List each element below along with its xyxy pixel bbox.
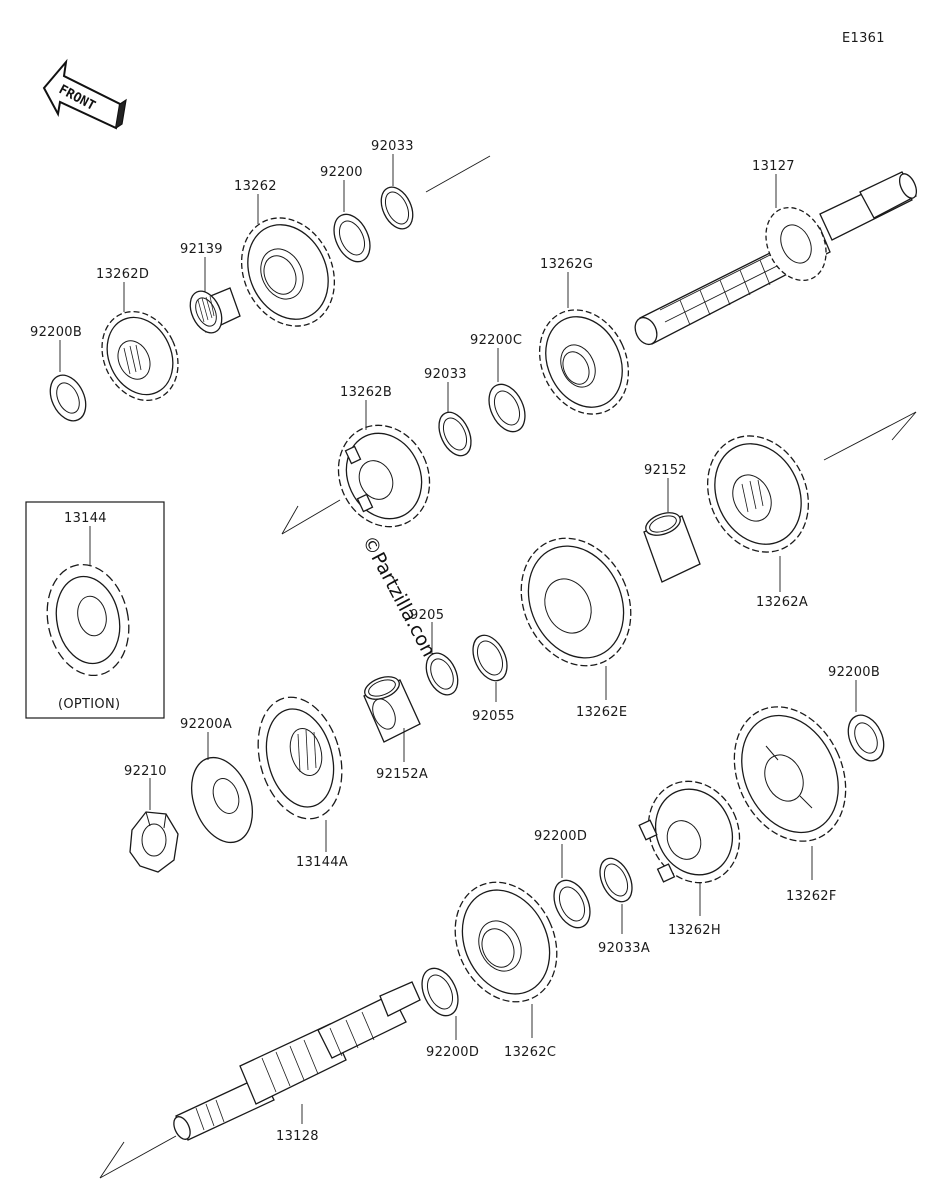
part-9205-washer (425, 652, 459, 696)
part-92200B-washer-left (49, 374, 87, 422)
part-92139-needle-bearing (189, 287, 241, 334)
part-13127-shaft (634, 171, 918, 346)
label-13127: 13127 (752, 159, 795, 174)
diagram-code: E1361 (842, 31, 885, 46)
label-92200-top: 92200 (320, 165, 363, 180)
part-13262F-gear (733, 706, 847, 842)
axis-tick-mid-right (891, 411, 917, 441)
label-92033-mid: 92033 (424, 367, 467, 382)
part-92033-circlip (380, 186, 414, 230)
axis-tick-bottom (99, 1141, 125, 1179)
label-92152A: 92152A (376, 767, 428, 782)
label-9205: 9205 (410, 608, 444, 623)
label-13262F: 13262F (786, 889, 837, 904)
label-92200C: 92200C (470, 333, 522, 348)
part-13262-gear (240, 217, 336, 327)
label-92210: 92210 (124, 764, 167, 779)
label-92200B-left: 92200B (30, 325, 82, 340)
part-13262G-gear (538, 309, 630, 415)
label-92139: 92139 (180, 242, 223, 257)
part-92200B-washer-right (847, 714, 885, 762)
label-92152: 92152 (644, 463, 687, 478)
label-92200D-top: 92200D (534, 829, 587, 844)
label-13262H: 13262H (668, 923, 721, 938)
part-92152-bushing (643, 512, 701, 583)
label-13128: 13128 (276, 1129, 319, 1144)
label-92033-top: 92033 (371, 139, 414, 154)
part-92033-circlip-mid (438, 411, 472, 457)
label-92033A: 92033A (598, 941, 650, 956)
axis-line-top (425, 155, 491, 193)
front-arrow-icon: FRONT (42, 58, 127, 130)
option-box (25, 501, 165, 719)
part-92033A-circlip (599, 857, 633, 903)
label-13144: 13144 (64, 511, 107, 526)
part-13262E-gear (520, 537, 632, 667)
label-13262C: 13262C (504, 1045, 556, 1060)
label-13262A: 13262A (756, 595, 808, 610)
label-13262: 13262 (234, 179, 277, 194)
axis-tick-mid-left (281, 505, 299, 535)
axis-line-bottom (99, 1135, 177, 1179)
label-13262E: 13262E (576, 705, 627, 720)
label-13262G: 13262G (540, 257, 593, 272)
part-92200D-washer-bottom (421, 967, 459, 1017)
part-13262H-gear (638, 780, 741, 884)
watermark: ©Partzilla.com (358, 532, 443, 666)
part-92200C-washer (488, 383, 526, 433)
label-92055: 92055 (472, 709, 515, 724)
part-13262D-gear (101, 310, 179, 402)
part-13262B-gear (337, 424, 431, 528)
part-13144A-sprocket (257, 696, 343, 820)
label-92200B-right: 92200B (828, 665, 880, 680)
part-13262C-gear (454, 881, 558, 1003)
part-92200A-washer (191, 756, 253, 844)
part-13262A-gear (706, 435, 810, 553)
part-92055-washer (472, 634, 508, 682)
axis-line-mid-left (281, 499, 341, 535)
label-option: (OPTION) (58, 697, 120, 712)
axis-line-mid-right (823, 411, 917, 461)
part-13128-shaft (173, 981, 421, 1141)
label-13144A: 13144A (296, 855, 348, 870)
label-13262B: 13262B (340, 385, 392, 400)
part-92210-nut (129, 811, 179, 873)
part-92200D-washer-top (553, 879, 591, 929)
label-92200D-bottom: 92200D (426, 1045, 479, 1060)
label-92200A: 92200A (180, 717, 232, 732)
label-13262D: 13262D (96, 267, 149, 282)
part-92200-washer (333, 213, 371, 263)
part-92152A-bushing (363, 676, 421, 743)
